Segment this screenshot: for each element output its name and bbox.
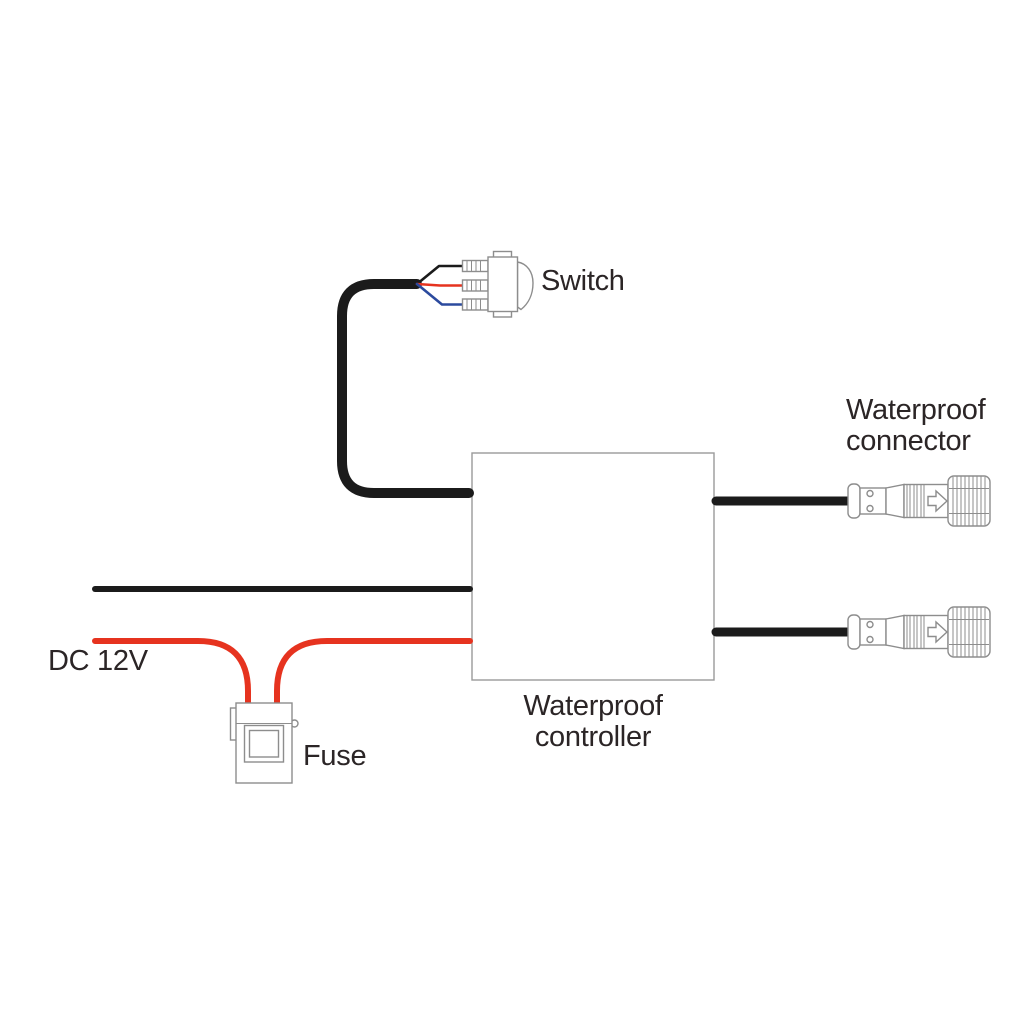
dc-12v-label: DC 12V xyxy=(48,645,148,677)
waterproof-controller-label-line1: Waterproof xyxy=(523,690,663,722)
waterproof-connector-label: Waterproof connector xyxy=(846,394,986,457)
fuse-label: Fuse xyxy=(303,740,367,772)
waterproof-connector-label-line1: Waterproof xyxy=(846,394,986,426)
waterproof-controller-label: Waterproof controller xyxy=(472,691,714,753)
switch-body xyxy=(487,250,519,318)
switch-lead-red-wire xyxy=(415,282,465,287)
switch-rocker-lever xyxy=(516,261,534,311)
switch-terminals xyxy=(461,259,489,311)
switch-cable-wire xyxy=(337,279,474,498)
waterproof-controller-label-line2: controller xyxy=(534,721,652,753)
switch-label: Switch xyxy=(541,265,625,297)
waterproof-connector-bottom xyxy=(847,606,991,658)
power-red-wire-left xyxy=(92,638,251,709)
waterproof-connector-label-line2: connector xyxy=(846,425,971,457)
fuse-holder xyxy=(229,702,299,784)
waterproof-controller-box xyxy=(471,452,715,681)
power-red-wire-right xyxy=(274,638,473,709)
switch-lead-black-wire xyxy=(415,264,465,286)
switch-lead-blue-wire xyxy=(415,282,465,306)
waterproof-connector-top xyxy=(847,475,991,527)
